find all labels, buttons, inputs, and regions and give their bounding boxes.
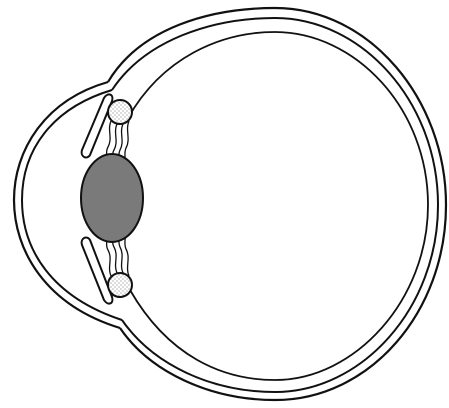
lens bbox=[81, 154, 143, 242]
ciliary-body-upper bbox=[108, 100, 132, 124]
sclera-inner bbox=[112, 18, 438, 392]
sclera-outer bbox=[108, 8, 446, 400]
ciliary-body-lower bbox=[108, 273, 132, 297]
iris-lower bbox=[82, 238, 113, 304]
retina-layer bbox=[128, 32, 428, 380]
